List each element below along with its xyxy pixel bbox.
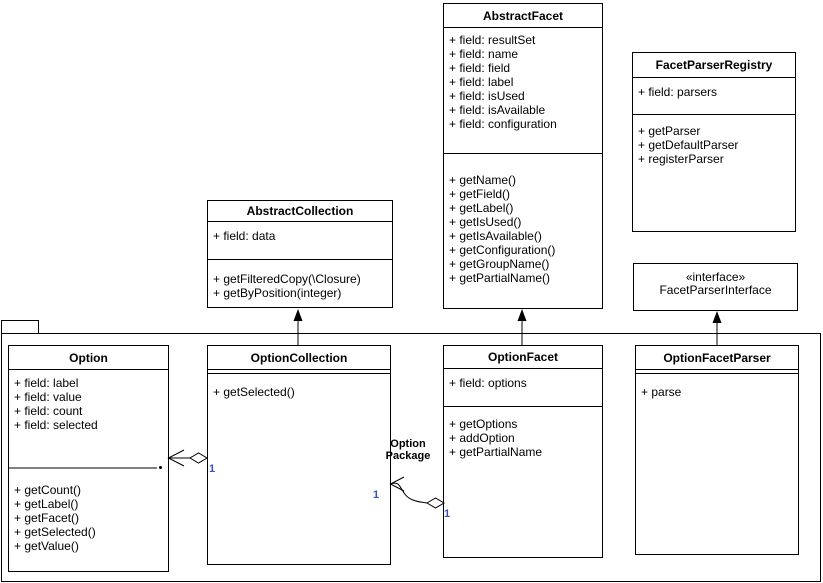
- multiplicity-label: 1: [444, 508, 451, 520]
- method-row: + getPartialName: [449, 445, 543, 459]
- field-row: + field: label: [449, 75, 514, 89]
- method-row: + getParser: [638, 124, 701, 138]
- method-row: + registerParser: [638, 152, 724, 166]
- method-row: + getName(): [449, 173, 517, 187]
- fields-compartment: + field: parsers: [633, 78, 795, 115]
- method-row: + getDefaultParser: [638, 138, 739, 152]
- field-row: + field: isAvailable: [449, 103, 546, 117]
- class-title: FacetParserRegistry: [633, 53, 795, 78]
- method-row: + getByPosition(integer): [213, 286, 342, 300]
- methods-compartment: + getCount() + getLabel() + getFacet() +…: [9, 473, 168, 571]
- method-row: + getCount(): [14, 483, 82, 497]
- fields-compartment: + field: options: [444, 369, 602, 407]
- class-title: OptionFacet: [444, 346, 602, 369]
- method-row: + addOption: [449, 431, 515, 445]
- method-row: + getPartialName(): [449, 271, 551, 285]
- methods-compartment: + parse: [636, 374, 798, 554]
- methods-compartment: + getOptions + addOption + getPartialNam…: [444, 407, 602, 557]
- class-box-abstract-collection[interactable]: AbstractCollection + field: data + getFi…: [207, 200, 393, 308]
- class-box-option-facet[interactable]: OptionFacet + field: options + getOption…: [443, 345, 603, 558]
- methods-compartment: + getName() + getField() + getLabel() + …: [444, 154, 602, 308]
- interface-box-facet-parser-interface[interactable]: «interface» FacetParserInterface: [633, 263, 798, 311]
- method-row: + getLabel(): [449, 201, 514, 215]
- field-row: + field: data: [213, 229, 276, 243]
- method-row: + getConfiguration(): [449, 243, 556, 257]
- method-row: + getGroupName(): [449, 257, 550, 271]
- interface-stereotype: «interface»: [685, 270, 746, 284]
- field-row: + field: field: [449, 61, 511, 75]
- field-row: + field: count: [14, 404, 83, 418]
- aggregation-edge-label: Option Package: [380, 438, 436, 462]
- method-row: + getSelected(): [14, 525, 96, 539]
- class-box-option-collection[interactable]: OptionCollection + getSelected(): [207, 345, 391, 565]
- package-folder-tab: [1, 320, 39, 333]
- empty-fields-compartment: [208, 370, 390, 374]
- multiplicity-label: 1: [209, 463, 216, 475]
- method-row: + getIsAvailable(): [449, 229, 542, 243]
- class-title: OptionFacetParser: [636, 346, 798, 370]
- empty-fields-compartment: [636, 370, 798, 374]
- method-row: + getFilteredCopy(\Closure): [213, 272, 361, 286]
- class-title: OptionCollection: [208, 346, 390, 370]
- method-row: + getFacet(): [14, 511, 80, 525]
- field-row: + field: configuration: [449, 117, 557, 131]
- method-row: + getValue(): [14, 539, 79, 553]
- method-row: + getOptions: [449, 417, 518, 431]
- class-title: AbstractCollection: [208, 201, 392, 222]
- method-row: + getLabel(): [14, 497, 79, 511]
- method-row: + parse: [641, 385, 682, 399]
- method-row: + getIsUsed(): [449, 215, 522, 229]
- methods-compartment: + getParser + getDefaultParser + registe…: [633, 115, 795, 231]
- field-row: + field: value: [14, 390, 82, 404]
- field-row: + field: name: [449, 47, 519, 61]
- field-row: + field: resultSet: [449, 33, 536, 47]
- field-row: + field: isUsed: [449, 89, 525, 103]
- fields-compartment: + field: label + field: value + field: c…: [9, 370, 168, 473]
- class-box-facet-parser-registry[interactable]: FacetParserRegistry + field: parsers + g…: [632, 52, 796, 232]
- methods-compartment: + getSelected(): [208, 374, 390, 564]
- class-title: AbstractFacet: [444, 4, 602, 28]
- field-row: + field: selected: [14, 418, 98, 432]
- fields-compartment: + field: resultSet + field: name + field…: [444, 28, 602, 154]
- class-box-abstract-facet[interactable]: AbstractFacet + field: resultSet + field…: [443, 3, 603, 309]
- interface-title: FacetParserInterface: [659, 283, 772, 297]
- field-row: + field: parsers: [638, 85, 718, 99]
- edge-label-line: Option: [390, 438, 426, 450]
- method-row: + getField(): [449, 187, 511, 201]
- multiplicity-label: 1: [373, 489, 380, 501]
- fields-compartment: + field: data: [208, 222, 392, 260]
- method-row: + getSelected(): [213, 385, 295, 399]
- methods-compartment: + getFilteredCopy(\Closure) + getByPosit…: [208, 260, 392, 307]
- class-box-option-facet-parser[interactable]: OptionFacetParser + parse: [635, 345, 799, 555]
- class-box-option[interactable]: Option + field: label + field: value + f…: [8, 345, 169, 572]
- field-row: + field: options: [449, 376, 527, 390]
- field-row: + field: label: [14, 376, 79, 390]
- edge-label-line: Package: [385, 450, 431, 462]
- class-title: Option: [9, 346, 168, 370]
